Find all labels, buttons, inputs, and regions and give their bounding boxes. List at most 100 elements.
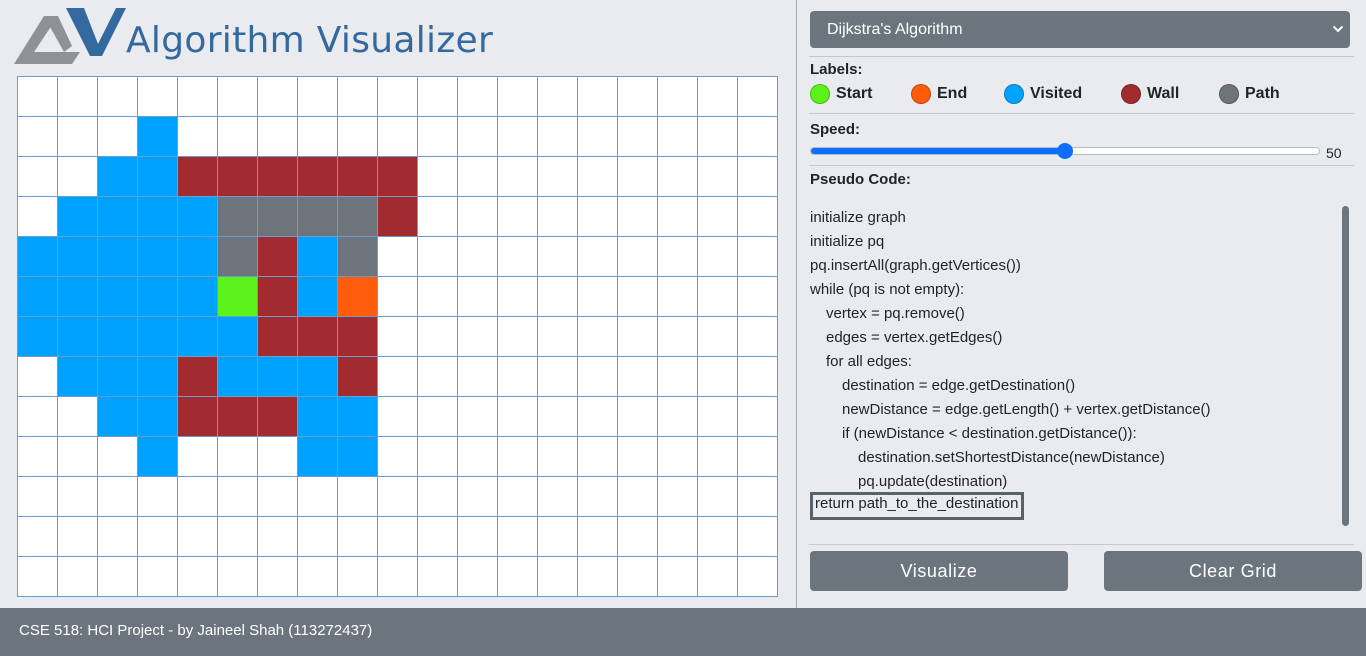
grid-cell-empty[interactable] — [218, 557, 258, 597]
grid-cell-empty[interactable] — [618, 477, 658, 517]
grid-cell-empty[interactable] — [698, 157, 738, 197]
grid-cell-empty[interactable] — [618, 277, 658, 317]
grid-cell-empty[interactable] — [578, 77, 618, 117]
grid-cell-wall[interactable] — [298, 317, 338, 357]
grid-cell-empty[interactable] — [738, 357, 778, 397]
grid-cell-empty[interactable] — [738, 157, 778, 197]
grid-cell-empty[interactable] — [578, 277, 618, 317]
grid-cell-empty[interactable] — [58, 77, 98, 117]
grid-cell-empty[interactable] — [538, 517, 578, 557]
grid-cell-empty[interactable] — [498, 317, 538, 357]
grid-cell-empty[interactable] — [658, 277, 698, 317]
grid-cell-empty[interactable] — [618, 557, 658, 597]
grid-cell-empty[interactable] — [658, 357, 698, 397]
grid-cell-visited[interactable] — [98, 237, 138, 277]
grid-cell-visited[interactable] — [298, 277, 338, 317]
grid-cell-path[interactable] — [338, 237, 378, 277]
grid-cell-empty[interactable] — [218, 77, 258, 117]
grid-cell-visited[interactable] — [138, 357, 178, 397]
grid-cell-empty[interactable] — [18, 517, 58, 557]
grid-cell-wall[interactable] — [258, 317, 298, 357]
grid-cell-empty[interactable] — [378, 357, 418, 397]
grid-cell-wall[interactable] — [178, 357, 218, 397]
grid-cell-empty[interactable] — [138, 477, 178, 517]
grid-cell-visited[interactable] — [98, 317, 138, 357]
grid-cell-visited[interactable] — [98, 397, 138, 437]
grid-cell-visited[interactable] — [178, 277, 218, 317]
grid-cell-empty[interactable] — [18, 157, 58, 197]
grid-cell-empty[interactable] — [418, 437, 458, 477]
grid-cell-empty[interactable] — [618, 117, 658, 157]
grid-cell-empty[interactable] — [178, 557, 218, 597]
grid-cell-empty[interactable] — [578, 397, 618, 437]
clear-grid-button[interactable]: Clear Grid — [1104, 551, 1362, 591]
grid-cell-visited[interactable] — [98, 197, 138, 237]
grid-cell-wall[interactable] — [258, 237, 298, 277]
grid-cell-empty[interactable] — [18, 77, 58, 117]
grid-cell-empty[interactable] — [218, 437, 258, 477]
grid-cell-empty[interactable] — [98, 117, 138, 157]
grid-cell-empty[interactable] — [18, 197, 58, 237]
grid-cell-visited[interactable] — [338, 437, 378, 477]
grid-cell-empty[interactable] — [738, 237, 778, 277]
grid-cell-empty[interactable] — [98, 437, 138, 477]
grid-cell-empty[interactable] — [618, 397, 658, 437]
grid-cell-empty[interactable] — [538, 557, 578, 597]
grid-cell-wall[interactable] — [178, 397, 218, 437]
grid-cell-empty[interactable] — [738, 517, 778, 557]
grid-cell-empty[interactable] — [738, 437, 778, 477]
grid-cell-empty[interactable] — [578, 197, 618, 237]
grid-cell-empty[interactable] — [458, 517, 498, 557]
pseudo-code-scrollbar[interactable] — [1342, 206, 1349, 526]
speed-slider-thumb[interactable] — [1057, 143, 1073, 159]
grid-cell-empty[interactable] — [498, 277, 538, 317]
grid-cell-visited[interactable] — [178, 197, 218, 237]
grid-cell-empty[interactable] — [18, 117, 58, 157]
grid-cell-empty[interactable] — [458, 197, 498, 237]
grid-cell-empty[interactable] — [178, 517, 218, 557]
grid-cell-empty[interactable] — [538, 357, 578, 397]
grid-cell-empty[interactable] — [178, 117, 218, 157]
grid-cell-empty[interactable] — [538, 317, 578, 357]
grid-cell-empty[interactable] — [658, 477, 698, 517]
grid-cell-empty[interactable] — [578, 477, 618, 517]
grid-cell-empty[interactable] — [738, 77, 778, 117]
grid-cell-empty[interactable] — [538, 477, 578, 517]
grid-cell-empty[interactable] — [578, 357, 618, 397]
grid-cell-empty[interactable] — [418, 117, 458, 157]
grid-cell-empty[interactable] — [498, 397, 538, 437]
grid-cell-visited[interactable] — [58, 197, 98, 237]
grid-cell-empty[interactable] — [258, 557, 298, 597]
grid-cell-wall[interactable] — [218, 157, 258, 197]
grid-cell-empty[interactable] — [418, 277, 458, 317]
grid-cell-empty[interactable] — [298, 517, 338, 557]
grid-cell-empty[interactable] — [58, 157, 98, 197]
grid-cell-empty[interactable] — [698, 357, 738, 397]
grid-cell-path[interactable] — [218, 197, 258, 237]
grid-cell-visited[interactable] — [138, 437, 178, 477]
grid-cell-empty[interactable] — [498, 557, 538, 597]
grid-cell-empty[interactable] — [538, 197, 578, 237]
grid-cell-empty[interactable] — [658, 437, 698, 477]
grid-cell-empty[interactable] — [578, 117, 618, 157]
grid-cell-wall[interactable] — [338, 157, 378, 197]
grid-cell-empty[interactable] — [418, 197, 458, 237]
grid-cell-empty[interactable] — [618, 197, 658, 237]
grid-cell-visited[interactable] — [98, 277, 138, 317]
grid-cell-empty[interactable] — [458, 77, 498, 117]
grid-cell-empty[interactable] — [298, 117, 338, 157]
grid-cell-empty[interactable] — [138, 517, 178, 557]
grid-cell-empty[interactable] — [378, 317, 418, 357]
grid-cell-empty[interactable] — [378, 77, 418, 117]
grid-cell-visited[interactable] — [178, 237, 218, 277]
grid-cell-visited[interactable] — [98, 157, 138, 197]
grid-cell-visited[interactable] — [178, 317, 218, 357]
grid-cell-empty[interactable] — [698, 237, 738, 277]
grid-cell-empty[interactable] — [58, 517, 98, 557]
grid-cell-visited[interactable] — [58, 317, 98, 357]
grid-cell-empty[interactable] — [258, 117, 298, 157]
grid-cell-empty[interactable] — [378, 477, 418, 517]
grid-cell-visited[interactable] — [58, 277, 98, 317]
grid-cell-empty[interactable] — [578, 517, 618, 557]
grid-cell-empty[interactable] — [698, 317, 738, 357]
